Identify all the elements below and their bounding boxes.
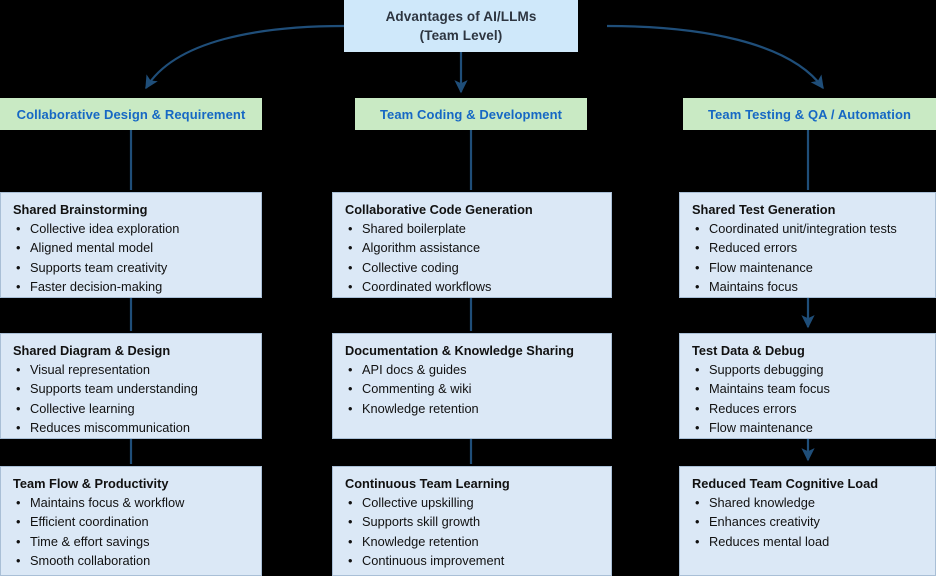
card-reduced-team-cognitive-load: Reduced Team Cognitive Load Shared knowl… (679, 466, 936, 576)
card-bullet-item: Time & effort savings (13, 532, 251, 552)
card-title: Reduced Team Cognitive Load (692, 476, 879, 491)
connector-root-to-column-1 (145, 24, 345, 90)
card-bullet-list: Collective upskillingSupports skill grow… (345, 493, 601, 571)
card-bullet-item: Reduces errors (692, 399, 925, 419)
card-bullet-list: Shared boilerplateAlgorithm assistanceCo… (345, 219, 601, 297)
root-title-box: Advantages of AI/LLMs (Team Level) (344, 0, 578, 52)
card-bullet-list: Supports debuggingMaintains team focusRe… (692, 360, 925, 438)
card-bullet-item: Collective upskilling (345, 493, 601, 513)
card-bullet-item: Supports team understanding (13, 379, 251, 399)
column-header-label: Collaborative Design & Requirement (16, 106, 246, 122)
card-bullet-item: Aligned mental model (13, 238, 251, 258)
card-bullet-item: Collective learning (13, 399, 251, 419)
card-bullet-item: Supports debugging (692, 360, 925, 380)
card-test-data-debug: Test Data & Debug Supports debuggingMain… (679, 333, 936, 439)
card-bullet-item: Enhances creativity (692, 512, 925, 532)
card-bullet-item: Reduced errors (692, 238, 925, 258)
column-header-team-testing: Team Testing & QA / Automation (683, 98, 936, 130)
card-collaborative-code-generation: Collaborative Code Generation Shared boi… (332, 192, 612, 298)
card-bullet-list: API docs & guidesCommenting & wikiKnowle… (345, 360, 601, 419)
card-bullet-item: Coordinated workflows (345, 277, 601, 297)
card-bullet-item: Visual representation (13, 360, 251, 380)
card-bullet-item: Collective coding (345, 258, 601, 278)
root-title-line-2: (Team Level) (419, 28, 503, 43)
card-bullet-item: Coordinated unit/integration tests (692, 219, 925, 239)
connector-root-to-column-3 (606, 24, 824, 90)
card-bullet-item: Efficient coordination (13, 512, 251, 532)
card-bullet-item: API docs & guides (345, 360, 601, 380)
card-title: Team Flow & Productivity (13, 476, 169, 491)
card-bullet-item: Maintains focus (692, 277, 925, 297)
column-header-team-coding: Team Coding & Development (355, 98, 587, 130)
card-title: Shared Diagram & Design (13, 343, 171, 358)
card-bullet-item: Faster decision-making (13, 277, 251, 297)
card-bullet-item: Knowledge retention (345, 399, 601, 419)
card-shared-brainstorming: Shared Brainstorming Collective idea exp… (0, 192, 262, 298)
column-header-label: Team Testing & QA / Automation (707, 106, 912, 122)
card-bullet-item: Collective idea exploration (13, 219, 251, 239)
card-title: Shared Brainstorming (13, 202, 148, 217)
card-bullet-list: Shared knowledgeEnhances creativityReduc… (692, 493, 925, 552)
card-team-flow-productivity: Team Flow & Productivity Maintains focus… (0, 466, 262, 576)
card-bullet-item: Reduces miscommunication (13, 418, 251, 438)
card-bullet-item: Maintains team focus (692, 379, 925, 399)
card-bullet-item: Smooth collaboration (13, 551, 251, 571)
card-bullet-list: Maintains focus & workflowEfficient coor… (13, 493, 251, 571)
card-bullet-item: Supports skill growth (345, 512, 601, 532)
card-documentation-knowledge-sharing: Documentation & Knowledge Sharing API do… (332, 333, 612, 439)
card-bullet-item: Flow maintenance (692, 258, 925, 278)
card-bullet-item: Knowledge retention (345, 532, 601, 552)
root-title-line-1: Advantages of AI/LLMs (385, 9, 537, 24)
card-bullet-list: Collective idea explorationAligned menta… (13, 219, 251, 297)
card-title: Collaborative Code Generation (345, 202, 533, 217)
card-title: Test Data & Debug (692, 343, 805, 358)
card-bullet-item: Commenting & wiki (345, 379, 601, 399)
card-bullet-item: Flow maintenance (692, 418, 925, 438)
card-title: Documentation & Knowledge Sharing (345, 343, 574, 358)
card-bullet-item: Algorithm assistance (345, 238, 601, 258)
card-shared-diagram-design: Shared Diagram & Design Visual represent… (0, 333, 262, 439)
card-shared-test-generation: Shared Test Generation Coordinated unit/… (679, 192, 936, 298)
card-bullet-item: Shared boilerplate (345, 219, 601, 239)
card-continuous-team-learning: Continuous Team Learning Collective upsk… (332, 466, 612, 576)
card-bullet-list: Coordinated unit/integration testsReduce… (692, 219, 925, 297)
card-bullet-item: Shared knowledge (692, 493, 925, 513)
card-title: Continuous Team Learning (345, 476, 510, 491)
card-bullet-item: Supports team creativity (13, 258, 251, 278)
card-bullet-item: Reduces mental load (692, 532, 925, 552)
card-bullet-list: Visual representationSupports team under… (13, 360, 251, 438)
column-header-collaborative-design: Collaborative Design & Requirement (0, 98, 262, 130)
card-bullet-item: Maintains focus & workflow (13, 493, 251, 513)
column-header-label: Team Coding & Development (379, 106, 563, 122)
card-bullet-item: Continuous improvement (345, 551, 601, 571)
card-title: Shared Test Generation (692, 202, 836, 217)
